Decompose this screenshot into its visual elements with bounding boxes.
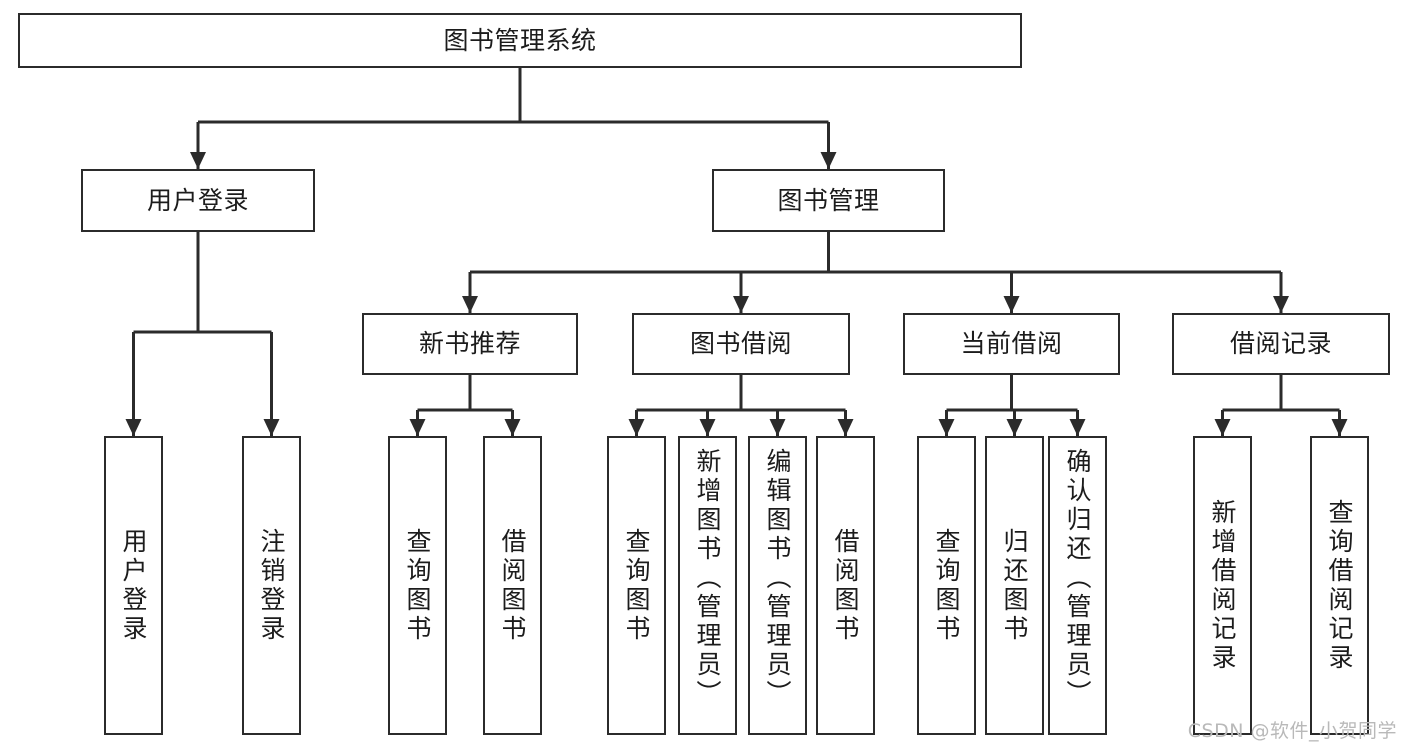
arrowhead: [733, 296, 749, 313]
arrowhead: [504, 419, 521, 436]
node-label: 新增借阅记录: [1208, 498, 1237, 673]
node-record[interactable]: 借阅记录: [1172, 313, 1390, 375]
arrowhead: [1006, 419, 1023, 436]
node-label: 注销登录: [257, 527, 286, 644]
arrowhead: [190, 152, 206, 169]
node-leaf2[interactable]: 注销登录: [242, 436, 301, 735]
node-label: 借阅图书: [498, 527, 527, 644]
node-label: 图书管理系统: [443, 25, 597, 55]
node-label: 编辑图书（管理员）: [763, 448, 792, 709]
arrowhead: [769, 419, 786, 436]
node-leaf7[interactable]: 编辑图书（管理员）: [748, 436, 807, 735]
node-login[interactable]: 用户登录: [81, 169, 315, 232]
arrowhead: [263, 419, 280, 436]
node-leaf3[interactable]: 查询图书: [388, 436, 447, 735]
arrowhead: [1069, 419, 1086, 436]
node-leaf4[interactable]: 借阅图书: [483, 436, 542, 735]
node-label: 查询图书: [932, 527, 961, 644]
node-root[interactable]: 图书管理系统: [18, 13, 1022, 68]
node-leaf10[interactable]: 归还图书: [985, 436, 1044, 735]
node-label: 查询图书: [622, 527, 651, 644]
arrowhead: [1273, 296, 1289, 313]
node-leaf6[interactable]: 新增图书（管理员）: [678, 436, 737, 735]
node-label: 归还图书: [1000, 527, 1029, 644]
node-label: 图书管理: [777, 185, 880, 215]
node-label: 借阅图书: [831, 527, 860, 644]
arrowhead: [125, 419, 142, 436]
node-label: 借阅记录: [1229, 329, 1332, 359]
node-label: 用户登录: [146, 185, 249, 215]
arrowhead: [938, 419, 955, 436]
arrowhead: [1214, 419, 1231, 436]
watermark: CSDN @软件_小贺同学: [1187, 720, 1397, 742]
node-leaf13[interactable]: 查询借阅记录: [1310, 436, 1369, 735]
arrowhead: [837, 419, 854, 436]
node-label: 新增图书（管理员）: [693, 448, 722, 709]
arrowhead: [628, 419, 645, 436]
node-newbook[interactable]: 新书推荐: [362, 313, 578, 375]
node-label: 当前借阅: [960, 329, 1063, 359]
node-leaf11[interactable]: 确认归还（管理员）: [1048, 436, 1107, 735]
arrowhead: [462, 296, 478, 313]
node-label: 查询图书: [403, 527, 432, 644]
node-leaf9[interactable]: 查询图书: [917, 436, 976, 735]
node-label: 确认归还（管理员）: [1063, 448, 1092, 709]
node-leaf12[interactable]: 新增借阅记录: [1193, 436, 1252, 735]
arrowhead: [1003, 296, 1020, 313]
arrowhead: [699, 419, 716, 436]
arrowhead: [820, 152, 837, 169]
node-bookmgmt[interactable]: 图书管理: [712, 169, 945, 232]
node-label: 图书借阅: [689, 329, 792, 359]
node-label: 查询借阅记录: [1325, 498, 1354, 673]
node-leaf1[interactable]: 用户登录: [104, 436, 163, 735]
node-leaf8[interactable]: 借阅图书: [816, 436, 875, 735]
node-leaf5[interactable]: 查询图书: [607, 436, 666, 735]
node-current[interactable]: 当前借阅: [903, 313, 1120, 375]
node-borrow[interactable]: 图书借阅: [632, 313, 850, 375]
arrowhead: [409, 419, 426, 436]
node-label: 新书推荐: [418, 329, 521, 359]
node-label: 用户登录: [119, 527, 148, 644]
arrowhead: [1331, 419, 1348, 436]
